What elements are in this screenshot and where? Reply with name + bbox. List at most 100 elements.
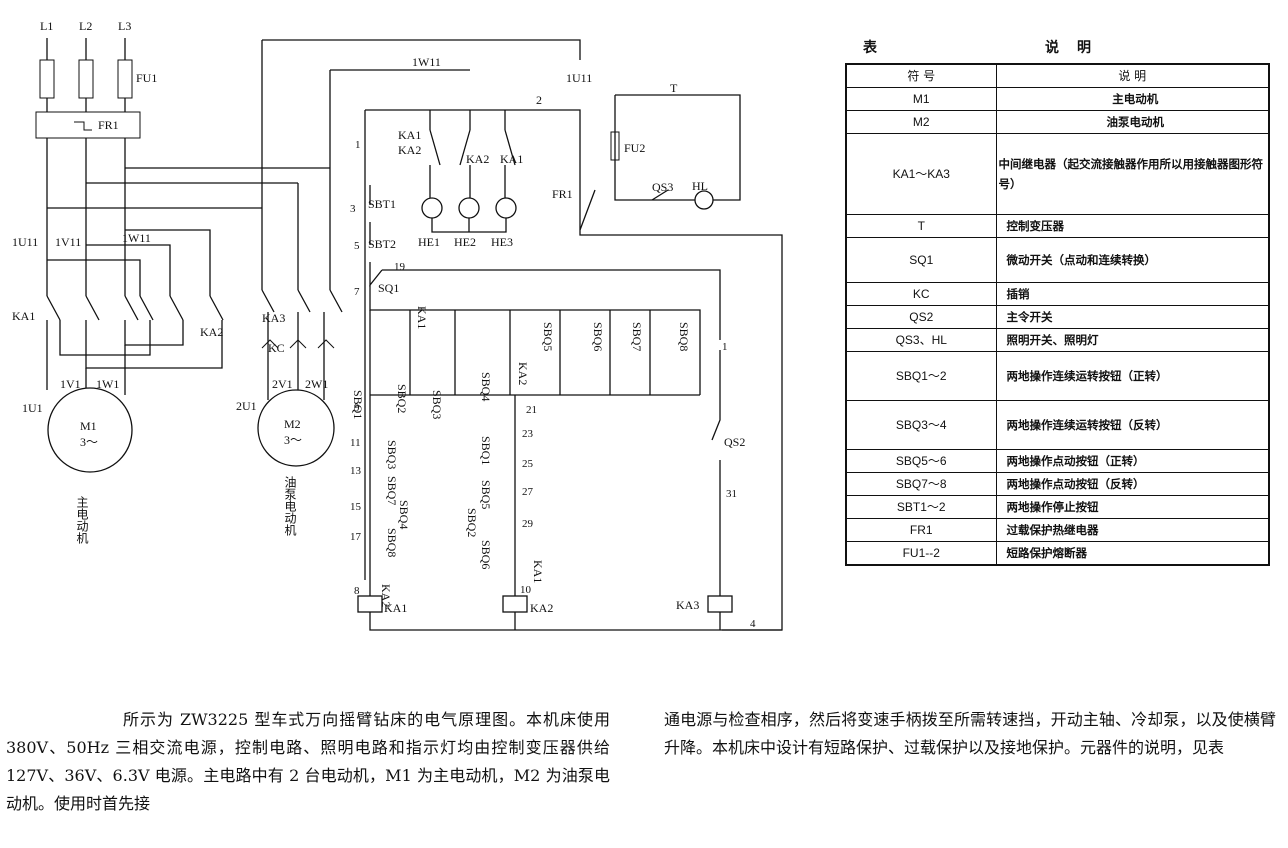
fuse-label: FU1 — [136, 71, 157, 85]
motor-caption: 主电动机 — [75, 496, 89, 544]
switch-label: SBQ3 — [430, 390, 444, 419]
button-label: SBT2 — [368, 237, 396, 251]
motor-terminal: 1V1 — [60, 377, 81, 391]
node-label: 5 — [354, 240, 360, 252]
switch-label: QS2 — [724, 435, 745, 449]
node-label: 13 — [350, 465, 362, 477]
phase-label: L1 — [40, 19, 53, 33]
legend-symbol: SQ1 — [845, 237, 997, 283]
switch-label: KA2 — [379, 584, 393, 607]
coil-label: KA1 — [384, 601, 407, 615]
bus-label: 1V11 — [55, 235, 81, 249]
switch-label: KA2 — [516, 362, 530, 385]
node-label: 3 — [350, 203, 356, 215]
lamp-label: HL — [692, 179, 708, 193]
node-label: 31 — [726, 488, 737, 500]
switch-label: SBQ5 — [479, 480, 493, 509]
lamp-label: HE3 — [491, 235, 513, 249]
coil-label: KA3 — [676, 598, 699, 612]
node-label: 27 — [522, 486, 534, 498]
legend-symbol: FU1--2 — [845, 541, 997, 566]
switch-label: SBQ7 — [630, 322, 644, 351]
contactor-label: KA3 — [262, 311, 285, 325]
schematic-labels: L1 L2 L3 FU1 FR1 1U11 1V11 1W11 KA1 KA2 … — [12, 19, 756, 630]
node-label: 2 — [536, 93, 542, 107]
legend-description: 两地操作停止按钮 — [995, 495, 1270, 519]
switch-label: SBQ4 — [479, 372, 493, 401]
motor-rating: 3～ — [284, 433, 302, 447]
transformer-tap: 1W11 — [412, 55, 441, 69]
node-label: 1 — [722, 341, 728, 353]
legend-description: 中间继电器（起交流接触器作用所以用接触器图形符号） — [995, 133, 1270, 215]
lamp-relay-label: KA1 — [500, 152, 523, 166]
switch-label: SBQ7 — [385, 476, 399, 505]
node-label: 21 — [526, 404, 537, 416]
legend-description: 微动开关（点动和连续转换） — [995, 237, 1270, 283]
motor-id: M2 — [284, 417, 301, 431]
switch-label: SBQ1 — [479, 436, 493, 465]
phase-label: L3 — [118, 19, 131, 33]
plug-label: KC — [268, 341, 285, 355]
legend-description: 油泵电动机 — [995, 110, 1270, 134]
relay-contact-label: FR1 — [552, 187, 573, 201]
switch-label: SBQ8 — [385, 528, 399, 557]
legend-header-description: 说 明 — [995, 63, 1270, 88]
legend-symbol: QS2 — [845, 305, 997, 329]
legend-caption-right: 说明 — [1045, 40, 1109, 56]
switch-label: SBQ6 — [591, 322, 605, 351]
body-text-right: 通电源与检查相序，然后将变速手柄拨至所需转速挡，开动主轴、冷却泵，以及使横臂升降… — [664, 710, 1276, 757]
legend-description: 两地操作连续运转按钮（正转） — [995, 351, 1270, 401]
contactor-label: KA1 — [12, 309, 35, 323]
switch-label: SQ1 — [378, 281, 399, 295]
node-label: 17 — [350, 531, 362, 543]
motor-terminal: 1U1 — [22, 401, 43, 415]
switch-label: SBQ2 — [465, 508, 479, 537]
switch-label: KA1 — [531, 560, 545, 583]
transformer-tap: 1U11 — [566, 71, 592, 85]
node-label: 7 — [354, 286, 360, 298]
legend-symbol: KA1～KA3 — [845, 133, 997, 215]
legend-description: 主电动机 — [995, 87, 1270, 111]
legend-symbol: FR1 — [845, 518, 997, 542]
legend-header-row: 符 号 说 明 — [845, 63, 1270, 88]
node-label: 19 — [394, 261, 406, 273]
legend-description: 两地操作点动按钮（正转） — [995, 449, 1270, 473]
legend-caption-left: 表 — [863, 40, 877, 56]
motor-terminal: 2U1 — [236, 399, 257, 413]
body-text-left-content: 所示为 ZW3225 型车式万向摇臂钻床的电气原理图。本机床使用 380V、50… — [6, 710, 610, 813]
node-label: 25 — [522, 458, 534, 470]
legend-description: 主令开关 — [995, 305, 1270, 329]
switch-label: SBQ3 — [385, 440, 399, 469]
legend-description: 照明开关、照明灯 — [995, 328, 1270, 352]
node-label: 15 — [350, 501, 362, 513]
legend-symbol: SBQ1～2 — [845, 351, 997, 401]
legend-description: 过载保护热继电器 — [995, 518, 1270, 542]
node-label: 23 — [522, 428, 534, 440]
node-label: 29 — [522, 518, 534, 530]
circuit-wiring — [35, 38, 783, 631]
legend-symbol: M1 — [845, 87, 997, 111]
motor-caption: 油泵电动机 — [283, 476, 297, 536]
motor-terminal: 2V1 — [272, 377, 293, 391]
legend-description: 短路保护熔断器 — [995, 541, 1270, 566]
motor-rating: 3～ — [80, 435, 98, 449]
node-label: 8 — [354, 585, 360, 597]
lamp-label: HE2 — [454, 235, 476, 249]
legend-symbol: KC — [845, 282, 997, 306]
lamp-relay-label: KA1 — [398, 128, 421, 142]
bus-label: 1U11 — [12, 235, 38, 249]
switch-label: SBQ4 — [397, 500, 411, 529]
switch-label: SBQ1 — [351, 390, 365, 419]
